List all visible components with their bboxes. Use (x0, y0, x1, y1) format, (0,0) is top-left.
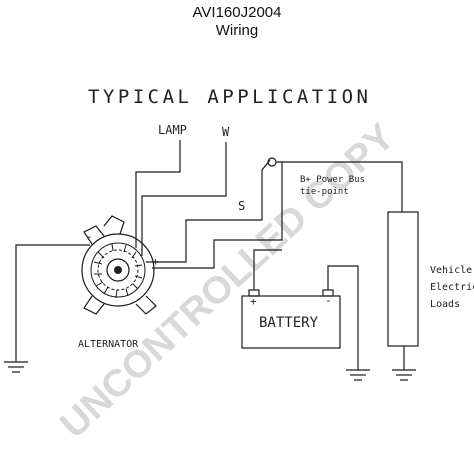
w-wire (141, 142, 227, 256)
watermark: UNCONTROLLED COPY (52, 116, 402, 447)
b-plus-wire (152, 162, 283, 269)
loads-label-vehicle: Vehicle (430, 265, 472, 276)
w-label: W (222, 125, 230, 139)
battery-negative-label: - (325, 294, 332, 307)
alternator-symbol (81, 215, 157, 315)
bus-to-loads-wire (276, 161, 403, 212)
bus-to-battery-wire (253, 249, 282, 290)
typical-application-title: TYPICAL APPLICATION (88, 86, 368, 108)
loads-label-electric: Electric (430, 282, 474, 293)
tie-point-marker (267, 157, 277, 167)
alternator-plus-label: + (152, 255, 159, 268)
diagram-subtitle: Wiring (215, 22, 259, 39)
battery-positive-label: + (250, 295, 257, 308)
tie-point-label: tie-point (300, 187, 349, 197)
alternator-ground-symbol (4, 361, 28, 373)
loads-ground-symbol (392, 369, 416, 381)
s-wire (146, 159, 271, 263)
model-number: AVI160J2004 (192, 4, 282, 21)
alternator-minus-label: - (86, 230, 93, 243)
vehicle-loads-box (387, 211, 419, 347)
battery-ground-symbol (346, 369, 370, 381)
alternator-label: ALTERNATOR (78, 339, 139, 350)
battery-ground-wire (327, 265, 359, 370)
lamp-wire (135, 140, 181, 248)
header: AVI160J2004 Wiring (0, 4, 474, 40)
battery-label: BATTERY (259, 315, 319, 331)
power-bus-label: B+ Power Bus (300, 175, 365, 185)
s-label: S (238, 199, 245, 213)
lamp-label: LAMP (158, 123, 187, 137)
alternator-ground-wire (15, 244, 90, 362)
loads-label-loads: Loads (430, 299, 460, 310)
